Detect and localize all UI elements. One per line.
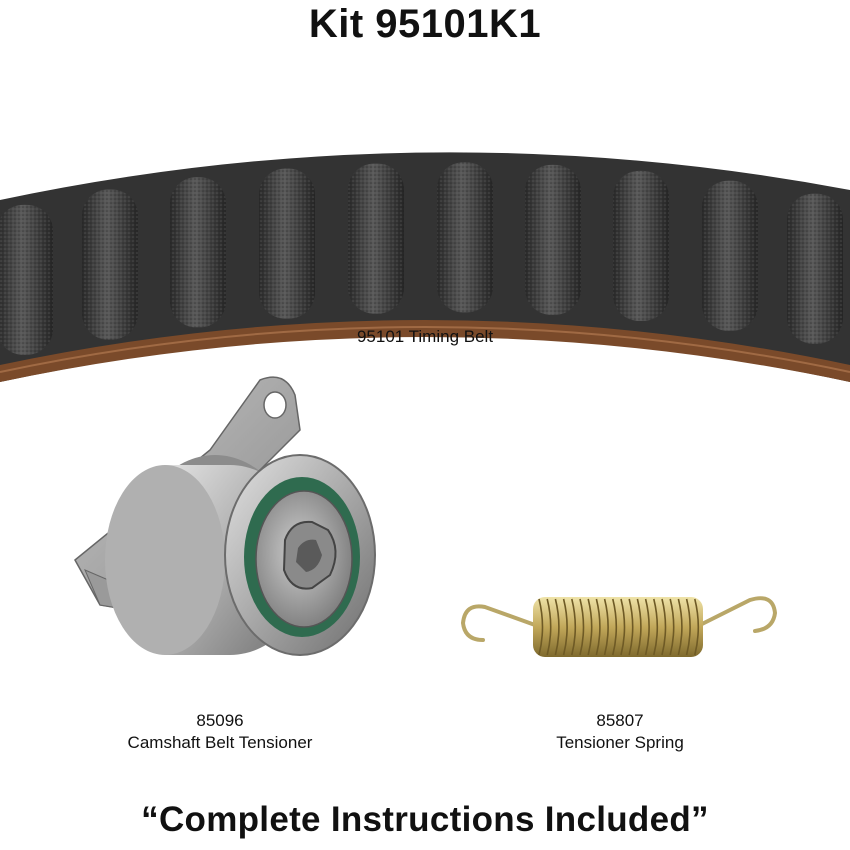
spring-label: 85807 Tensioner Spring: [480, 710, 760, 754]
spring-coil: [694, 598, 700, 656]
timing-belt-caption: 95101 Timing Belt: [356, 327, 494, 346]
spring-coil: [612, 598, 618, 656]
timing-belt-image: [0, 152, 850, 382]
belt-tooth-texture: [259, 168, 315, 319]
spring-coil: [685, 598, 691, 656]
spring-coil: [661, 598, 667, 656]
belt-tooth-texture: [437, 162, 493, 313]
tensioner-pulley-image: [74, 376, 376, 656]
spring-coil: [653, 598, 659, 656]
belt-tooth-texture: [613, 170, 669, 321]
kit-title: Kit 95101K1: [308, 2, 542, 46]
spring-coil: [546, 598, 552, 656]
belt-tooth-texture: [787, 193, 843, 344]
belt-tooth-texture: [525, 164, 581, 315]
spring-coil: [571, 598, 577, 656]
belt-tooth-texture: [348, 163, 404, 314]
spring-coil: [620, 598, 626, 656]
belt-tooth-texture: [170, 177, 226, 328]
spring-part-number: 85807: [596, 711, 644, 730]
timing-belt-label: 95101 Timing Belt: [300, 326, 550, 348]
spring-coil: [579, 598, 585, 656]
spring-coil: [562, 598, 568, 656]
belt-tooth-texture: [82, 189, 138, 340]
spring-coil: [628, 598, 634, 656]
spring-coil: [677, 598, 683, 656]
spring-coil: [538, 598, 544, 656]
spring-coil: [636, 598, 642, 656]
spring-coil: [595, 598, 601, 656]
instructions-banner: “Complete Instructions Included”: [141, 800, 709, 839]
spring-part-name: Tensioner Spring: [556, 733, 684, 752]
belt-tooth-texture: [702, 180, 758, 331]
spring-coil: [644, 598, 650, 656]
extension-spring-image: [460, 596, 778, 657]
tensioner-part-number: 85096: [196, 711, 244, 730]
tensioner-part-name: Camshaft Belt Tensioner: [127, 733, 313, 752]
spring-coil: [554, 598, 560, 656]
spring-coil: [587, 598, 593, 656]
spring-coil: [669, 598, 675, 656]
belt-tooth-texture: [0, 204, 53, 355]
spring-coil: [603, 598, 609, 656]
tensioner-label: 85096 Camshaft Belt Tensioner: [70, 710, 370, 754]
